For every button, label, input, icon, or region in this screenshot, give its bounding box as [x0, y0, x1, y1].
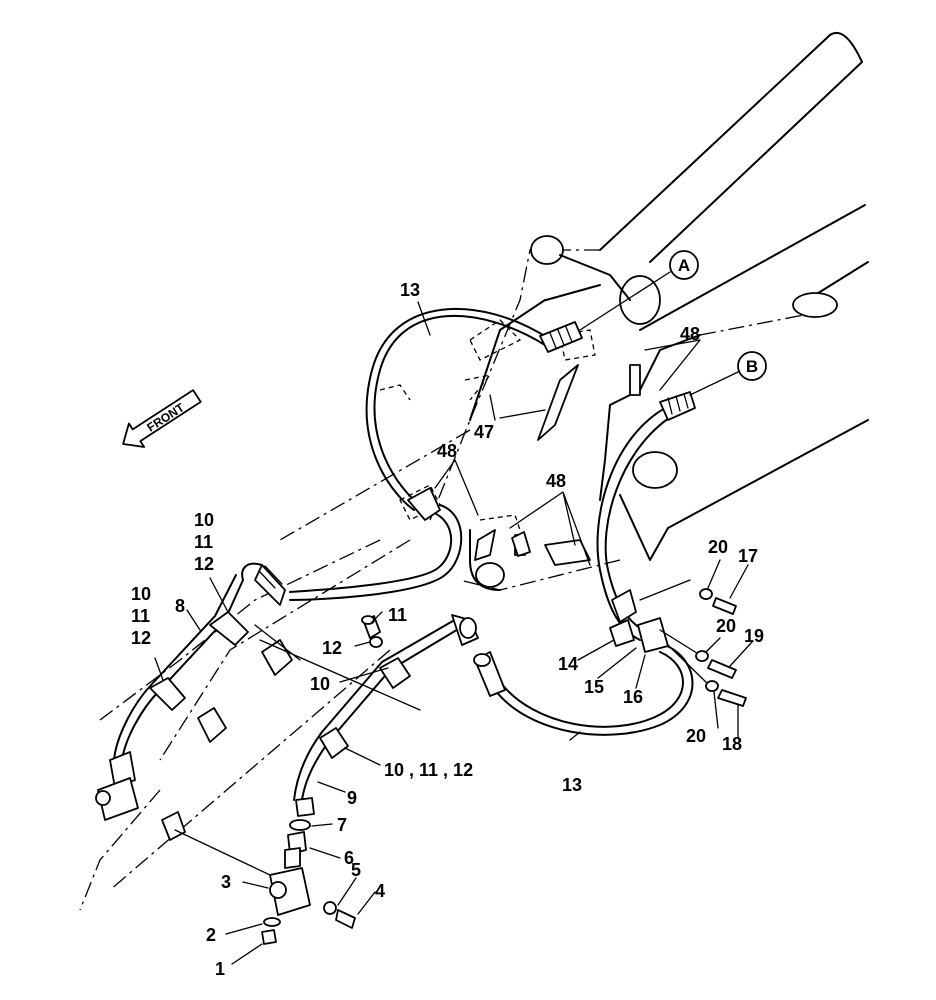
label-1: 1	[215, 959, 225, 979]
label-11-a: 11	[194, 532, 213, 552]
label-5: 5	[351, 860, 361, 880]
bolt-11-washer-12	[361, 615, 383, 648]
pipe-8	[95, 574, 249, 821]
decal-47	[537, 364, 579, 441]
part-labels: 13 48 47 48 48 10 11 12 10 11 12 8 11 12…	[131, 280, 764, 979]
pipe-upper-left	[241, 487, 463, 606]
label-12: 12	[322, 638, 342, 658]
label-12-b: 12	[131, 628, 151, 648]
valve-block-left	[97, 777, 139, 821]
boom-outline	[79, 31, 869, 911]
loose-clamps	[161, 531, 531, 841]
lower-block-assembly	[174, 819, 356, 945]
hose-fitting-b	[659, 391, 696, 421]
o-ring-7	[289, 819, 311, 831]
label-10-b: 10	[131, 584, 151, 604]
callout-a: A	[579, 250, 699, 331]
label-9: 9	[347, 788, 357, 808]
clamp-10-11-12	[319, 727, 349, 759]
plate-15-16	[637, 617, 669, 653]
label-20-mid: 20	[716, 616, 736, 636]
label-4: 4	[375, 881, 385, 901]
label-19: 19	[744, 626, 764, 646]
label-2: 2	[206, 925, 216, 945]
label-48-lower: 48	[546, 471, 566, 491]
label-10: 10	[310, 674, 330, 694]
decal-48-right	[629, 364, 641, 396]
label-7: 7	[337, 815, 347, 835]
boom-foot	[469, 235, 838, 591]
label-20-low: 20	[686, 726, 706, 746]
bolt-17	[712, 597, 737, 615]
label-12-a: 12	[194, 554, 214, 574]
label-13-top: 13	[400, 280, 420, 300]
label-48-right: 48	[680, 324, 700, 344]
bolt-4	[335, 909, 356, 929]
washer-20-top	[699, 588, 713, 600]
label-10-11-12: 10 , 11 , 12	[384, 760, 473, 780]
callout-b-letter: B	[746, 357, 758, 376]
front-arrow: FRONT	[122, 389, 202, 448]
clamp-10-mid	[149, 677, 186, 711]
washer-20-mid	[695, 650, 709, 662]
plug-1	[261, 929, 277, 945]
decal-48-center	[474, 529, 496, 561]
label-18: 18	[722, 734, 742, 754]
decal-48-lower	[544, 539, 591, 566]
clamp-48	[407, 487, 441, 521]
label-14: 14	[558, 654, 578, 674]
clamp-10-9	[379, 657, 411, 689]
label-16: 16	[623, 687, 643, 707]
bolt-18	[717, 689, 747, 707]
label-15: 15	[584, 677, 604, 697]
label-17: 17	[738, 546, 758, 566]
callout-b: B	[689, 351, 767, 396]
clamp-14	[609, 619, 635, 647]
label-11-b: 11	[131, 606, 150, 626]
block-3	[269, 867, 311, 916]
leader-lines	[154, 301, 753, 965]
clamp-10-upper	[209, 611, 249, 646]
label-48-center: 48	[437, 441, 457, 461]
right-clamp-assembly	[609, 579, 747, 707]
label-10-a: 10	[194, 510, 214, 530]
callout-a-letter: A	[678, 256, 690, 275]
bolt-19	[707, 659, 737, 679]
washer-5	[323, 901, 337, 915]
label-11: 11	[388, 605, 407, 625]
label-6: 6	[344, 848, 354, 868]
o-ring-2	[263, 917, 281, 927]
pipe-9	[293, 614, 479, 817]
label-20-top: 20	[708, 537, 728, 557]
label-3: 3	[221, 872, 231, 892]
label-13-bottom: 13	[562, 775, 582, 795]
label-8: 8	[175, 596, 185, 616]
hose-13-lower	[473, 644, 694, 736]
hose-13-upper	[365, 307, 583, 511]
washer-20-low	[705, 680, 719, 692]
label-47: 47	[474, 422, 494, 442]
